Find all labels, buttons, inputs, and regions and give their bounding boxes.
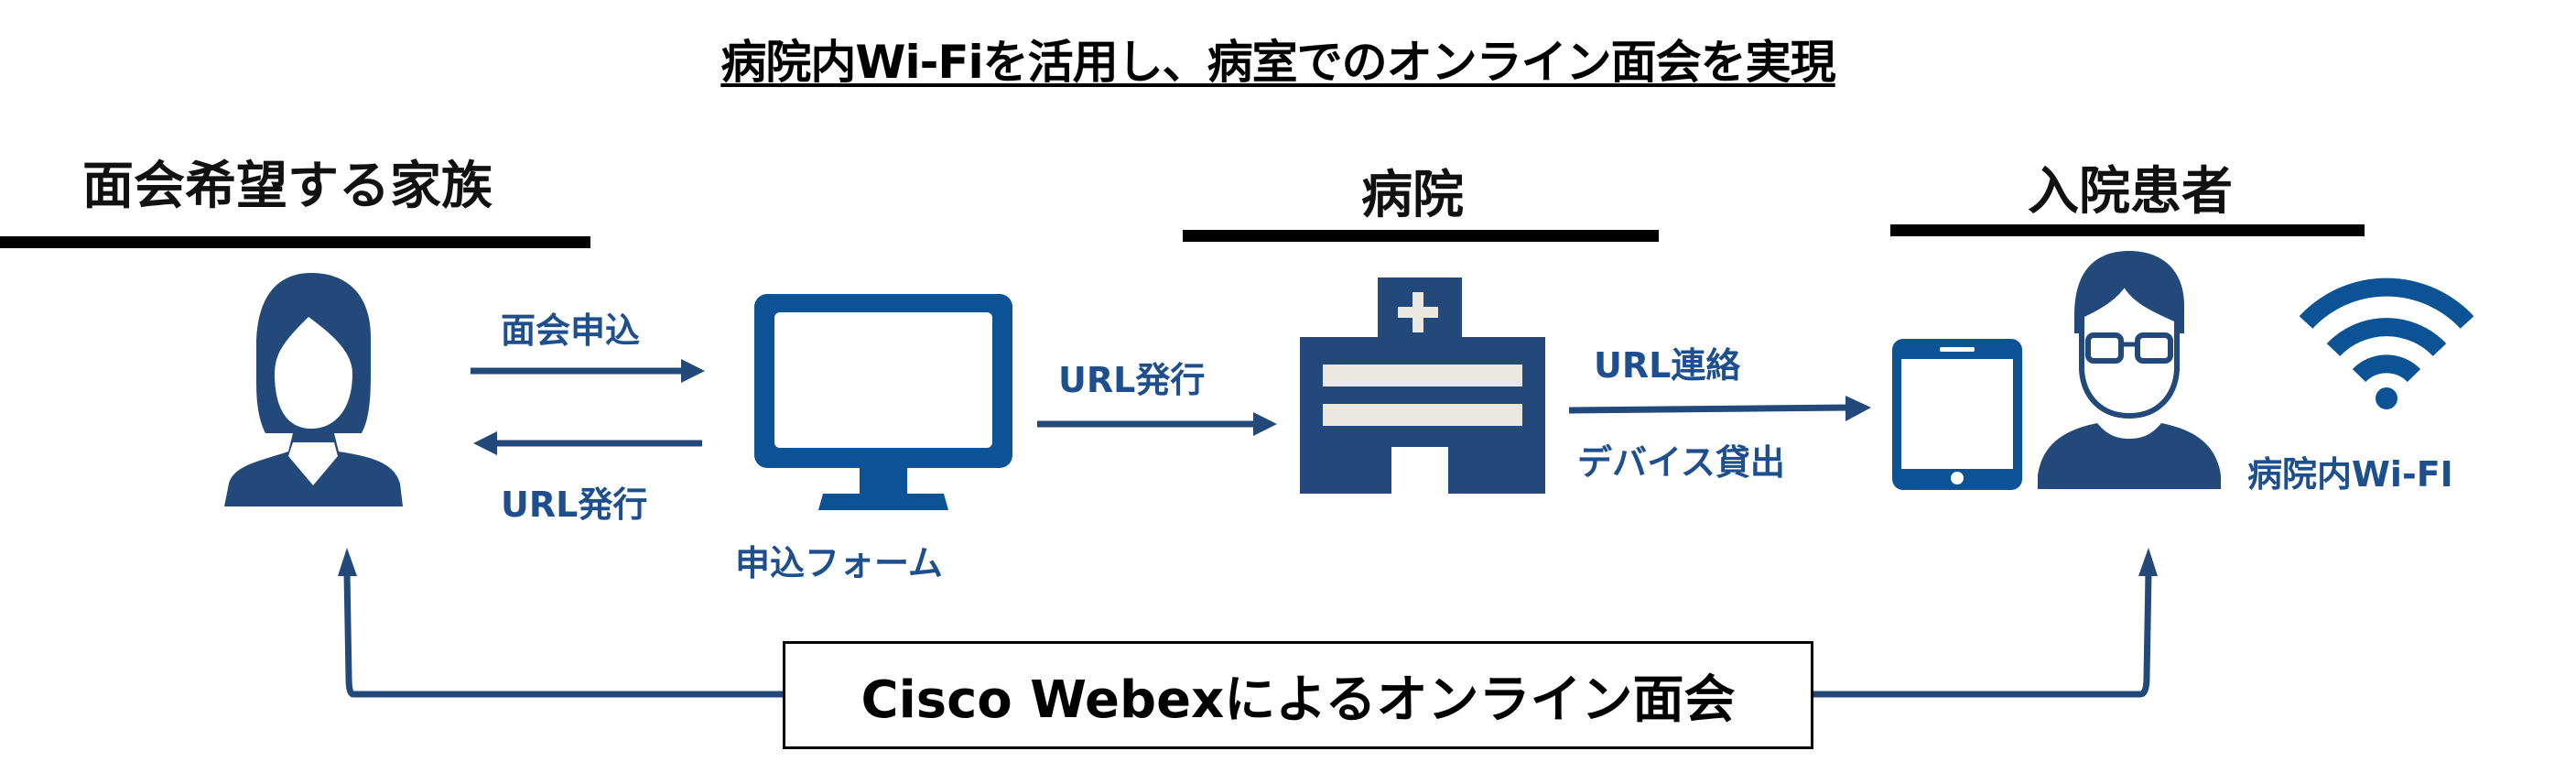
label-form: 申込フォーム (735, 543, 943, 583)
person-man-icon (2038, 251, 2221, 489)
arrow-right-url-contact (1568, 396, 1871, 421)
label-url-issue-back: URL発行 (501, 484, 648, 525)
arrow-left-url (473, 431, 702, 455)
arrow-right-url-issue (1037, 412, 1277, 436)
divider-family (0, 236, 590, 248)
label-apply: 面会申込 (501, 310, 641, 351)
wifi-icon (2299, 278, 2474, 409)
tablet-icon (1892, 339, 2022, 490)
label-url-contact: URL連絡 (1594, 345, 1741, 386)
monitor-icon (754, 294, 1012, 510)
person-woman-icon (224, 273, 403, 506)
heading-patient: 入院患者 (2028, 162, 2233, 222)
divider-patient (1890, 224, 2365, 236)
hospital-icon (1300, 278, 1545, 494)
online-meeting-label: Cisco Webexによるオンライン面会 (860, 669, 1736, 730)
label-device-lending: デバイス貸出 (1577, 442, 1785, 483)
divider-hospital (1183, 230, 1659, 242)
page-title: 病院内Wi-Fiを活用し、病室でのオンライン面会を実現 (720, 36, 1835, 89)
online-meeting-box: Cisco Webexによるオンライン面会 (783, 641, 1813, 749)
label-url-issue: URL発行 (1058, 360, 1206, 400)
heading-family: 面会希望する家族 (82, 157, 492, 216)
label-hospital-wifi: 病院内Wi-FI (2247, 454, 2453, 495)
arrow-right-apply (471, 359, 705, 383)
heading-hospital: 病院 (1361, 166, 1464, 225)
